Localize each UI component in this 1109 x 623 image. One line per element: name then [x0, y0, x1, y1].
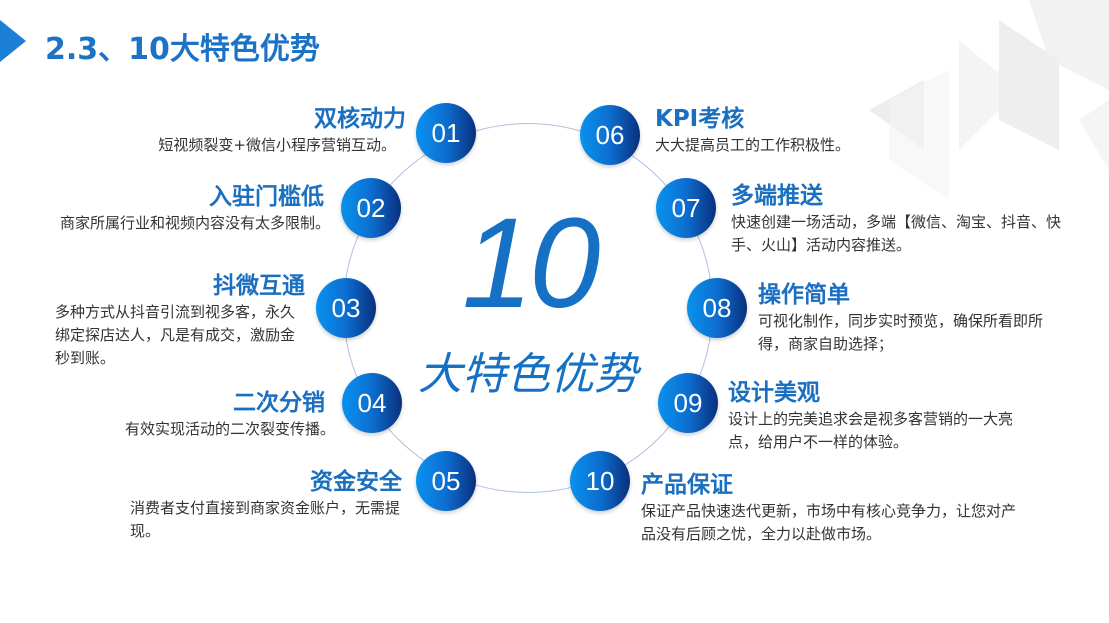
number-badge: 04	[342, 373, 402, 433]
feature-desc: 商家所属行业和视频内容没有太多限制。	[59, 214, 330, 232]
feature-07: 多端推送 快速创建一场活动，多端【微信、淘宝、抖音、快手、火山】活动内容推送。	[731, 181, 1083, 257]
feature-06: KPI考核 大大提高员工的工作积极性。	[655, 104, 955, 157]
feature-desc: 设计上的完美追求会是视多客营销的一大亮点，给用户不一样的体验。	[728, 410, 1014, 451]
number-badge: 03	[316, 278, 376, 338]
number-badge: 01	[416, 103, 476, 163]
feature-title: 抖微互通	[213, 273, 305, 299]
feature-title: 双核动力	[314, 106, 406, 132]
title-marker	[0, 20, 26, 62]
feature-desc: 保证产品快速迭代更新，市场中有核心竞争力，让您对产品没有后顾之忧，全力以赴做市场…	[641, 502, 1017, 543]
feature-title: 产品保证	[641, 472, 733, 498]
feature-title: 资金安全	[310, 469, 402, 495]
feature-desc: 短视频裂变+微信小程序营销互动。	[158, 136, 396, 154]
feature-desc: 有效实现活动的二次裂变传播。	[124, 420, 335, 438]
feature-desc: 可视化制作，同步实时预览，确保所看即所得，商家自助选择；	[758, 312, 1044, 353]
center-number: 10	[462, 192, 600, 335]
number-badge: 07	[656, 178, 716, 238]
feature-title: 操作简单	[758, 282, 850, 308]
feature-desc: 快速创建一场活动，多端【微信、淘宝、抖音、快手、火山】活动内容推送。	[731, 213, 1062, 254]
feature-08: 操作简单 可视化制作，同步实时预览，确保所看即所得，商家自助选择；	[758, 280, 1058, 356]
center-label: 大特色优势	[418, 349, 638, 400]
feature-09: 设计美观 设计上的完美追求会是视多客营销的一大亮点，给用户不一样的体验。	[728, 378, 1028, 454]
number-badge: 05	[416, 451, 476, 511]
background-polygons	[869, 0, 1109, 200]
feature-title: KPI考核	[655, 106, 745, 132]
feature-10: 产品保证 保证产品快速迭代更新，市场中有核心竞争力，让您对产品没有后顾之忧，全力…	[641, 470, 1021, 546]
number-badge: 09	[658, 373, 718, 433]
feature-title: 多端推送	[731, 183, 823, 209]
page-title: 2.3、10大特色优势	[45, 32, 320, 67]
feature-03: 抖微互通 多种方式从抖音引流到视多客，永久绑定探店达人，凡是有成交，激励金秒到账…	[55, 271, 305, 370]
feature-01: 双核动力 短视频裂变+微信小程序营销互动。	[86, 104, 406, 157]
feature-04: 二次分销 有效实现活动的二次裂变传播。	[15, 388, 335, 441]
feature-title: 设计美观	[728, 380, 820, 406]
number-badge: 08	[687, 278, 747, 338]
feature-title: 入驻门槛低	[209, 184, 324, 210]
feature-05: 资金安全 消费者支付直接到商家资金账户，无需提现。	[130, 467, 402, 543]
feature-desc: 大大提高员工的工作积极性。	[655, 136, 851, 154]
number-badge: 02	[341, 178, 401, 238]
number-badge: 10	[570, 451, 630, 511]
number-badge: 06	[580, 105, 640, 165]
feature-desc: 多种方式从抖音引流到视多客，永久绑定探店达人，凡是有成交，激励金秒到账。	[55, 303, 296, 367]
feature-title: 二次分销	[233, 390, 325, 416]
feature-desc: 消费者支付直接到商家资金账户，无需提现。	[130, 499, 401, 540]
feature-02: 入驻门槛低 商家所属行业和视频内容没有太多限制。	[10, 182, 330, 235]
